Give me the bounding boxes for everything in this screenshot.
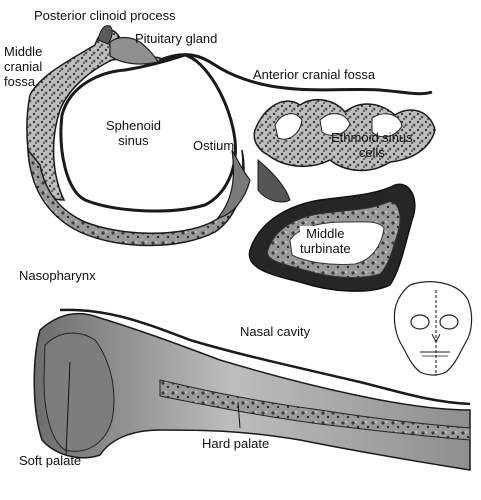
soft-palate-shape — [43, 332, 115, 452]
sphenoid-sinus-outline — [59, 53, 237, 213]
ethmoid-cell-void-3 — [371, 113, 403, 138]
ostium-region — [216, 149, 251, 219]
label-middle-turbinate: Middle turbinate — [300, 226, 351, 256]
sphenoid-body — [27, 147, 245, 247]
hard-palate-leader — [237, 401, 241, 429]
hard-palate-band — [159, 379, 471, 441]
label-nasal-cavity: Nasal cavity — [240, 324, 311, 339]
label-hard-palate: Hard palate — [202, 436, 270, 451]
anterior-cranial-fossa-roof — [159, 53, 433, 96]
pituitary-gland-shape — [109, 36, 159, 65]
lower-section — [33, 308, 471, 471]
soft-palate-leader — [65, 361, 71, 456]
label-middle-cranial-fossa: Middle cranial fossa — [4, 44, 43, 89]
palate-body — [33, 312, 471, 471]
posterior-clinoid-process — [97, 25, 113, 45]
lateral-nasal-wall — [257, 158, 291, 203]
label-posterior-clinoid-process: Posterior clinoid process — [34, 8, 176, 23]
label-soft-palate: Soft palate — [19, 453, 82, 468]
ethmoid-cell-void-2 — [319, 113, 351, 136]
label-sphenoid-sinus: Sphenoid sinus — [106, 118, 161, 148]
nasal-floor-line — [59, 308, 471, 406]
upper-section — [26, 25, 436, 247]
label-ethmoid-sinus-cells: Ethmoid sinus cells — [331, 130, 413, 160]
skull-front-view-icon — [393, 281, 473, 376]
label-nasopharynx: Nasopharynx — [19, 268, 96, 283]
label-anterior-cranial-fossa: Anterior cranial fossa — [253, 67, 376, 82]
label-ostium: Ostium — [193, 138, 235, 153]
ethmoid-cell-void-1 — [274, 113, 303, 140]
label-pituitary-gland: Pituitary gland — [135, 31, 218, 46]
